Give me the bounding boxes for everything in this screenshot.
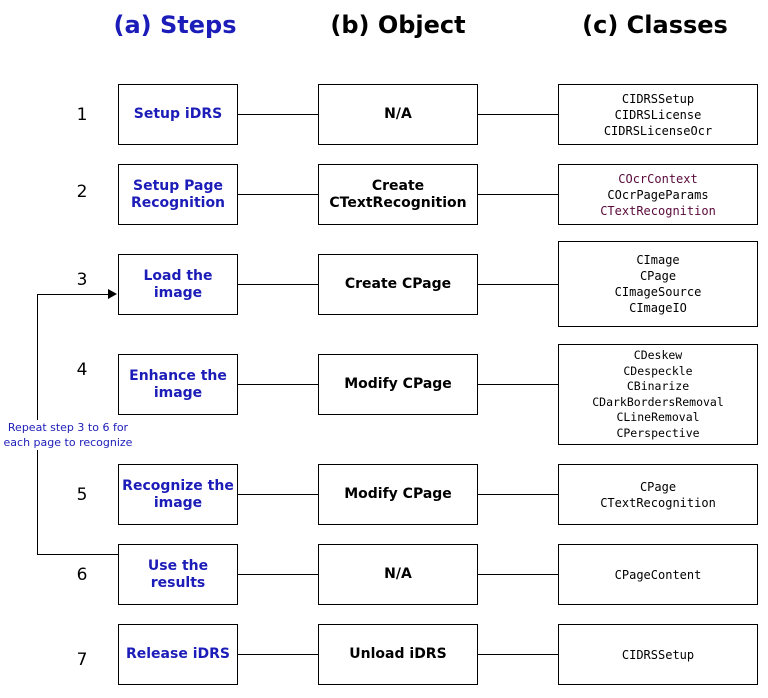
connector-step-object <box>238 654 318 655</box>
step-box: Recognize the image <box>118 464 238 525</box>
classes-box: CPage CTextRecognition <box>558 464 758 525</box>
class-name: COcrPageParams <box>607 187 709 202</box>
step-box: Release iDRS <box>118 624 238 685</box>
class-name: CLineRemoval <box>616 410 700 424</box>
connector-object-classes <box>478 194 558 195</box>
object-box: Create CPage <box>318 254 478 315</box>
class-name: CImageSource <box>614 285 702 299</box>
step-number: 7 <box>76 650 88 670</box>
connector-object-classes <box>478 574 558 575</box>
loop-line-bottom <box>37 554 118 555</box>
object-box: Create CTextRecognition <box>318 164 478 225</box>
step-number: 2 <box>76 182 88 202</box>
class-name: CPageContent <box>614 567 702 582</box>
classes-box: CIDRSSetup CIDRSLicense CIDRSLicenseOcr <box>558 84 758 145</box>
step-number: 5 <box>76 485 88 505</box>
classes-box: COcrContext COcrPageParams CTextRecognit… <box>558 164 758 225</box>
classes-box: CImage CPage CImageSource CImageIO <box>558 241 758 327</box>
loop-note: Repeat step 3 to 6 for each page to reco… <box>0 420 138 450</box>
class-name: CImage <box>636 253 680 267</box>
header-steps: (a) Steps <box>113 11 237 39</box>
connector-object-classes <box>478 494 558 495</box>
class-name: CIDRSSetup <box>621 91 695 106</box>
step-number: 1 <box>76 105 88 125</box>
classes-box: CIDRSSetup <box>558 624 758 685</box>
connector-step-object <box>238 194 318 195</box>
connector-step-object <box>238 494 318 495</box>
object-box: Modify CPage <box>318 354 478 415</box>
connector-step-object <box>238 114 318 115</box>
classes-box: CPageContent <box>558 544 758 605</box>
class-name: CDespeckle <box>623 363 693 378</box>
class-name: CPerspective <box>616 425 700 440</box>
object-box: N/A <box>318 84 478 145</box>
object-box: Modify CPage <box>318 464 478 525</box>
connector-object-classes <box>478 654 558 655</box>
object-box: Unload iDRS <box>318 624 478 685</box>
class-name: CTextRecognition <box>600 203 716 218</box>
connector-object-classes <box>478 114 558 115</box>
connector-object-classes <box>478 284 558 285</box>
class-name: CPage <box>639 269 677 283</box>
step-number: 4 <box>76 360 88 380</box>
loop-line-top <box>37 294 109 295</box>
object-box: N/A <box>318 544 478 605</box>
step-number: 3 <box>76 270 88 290</box>
header-classes: (c) Classes <box>582 11 728 39</box>
class-name: CIDRSLicense <box>614 107 702 122</box>
class-name: COcrContext <box>618 171 698 186</box>
step-box: Use the results <box>118 544 238 605</box>
class-name: CIDRSLicenseOcr <box>603 123 713 138</box>
class-name: CIDRSSetup <box>621 647 695 662</box>
connector-object-classes <box>478 384 558 385</box>
class-name: CImageIO <box>629 301 687 315</box>
class-name: CBinarize <box>626 379 690 393</box>
connector-step-object <box>238 384 318 385</box>
class-name: CDeskew <box>633 348 683 362</box>
classes-box: CDeskew CDespeckle CBinarize CDarkBorder… <box>558 344 758 445</box>
step-box: Load the image <box>118 254 238 315</box>
connector-step-object <box>238 574 318 575</box>
class-name: CTextRecognition <box>600 495 716 510</box>
step-box: Setup Page Recognition <box>118 164 238 225</box>
step-box: Setup iDRS <box>118 84 238 145</box>
header-object: (b) Object <box>330 11 466 39</box>
loop-arrowhead <box>108 289 117 299</box>
connector-step-object <box>238 284 318 285</box>
step-box: Enhance the image <box>118 354 238 415</box>
step-number: 6 <box>76 565 88 585</box>
class-name: CPage <box>639 479 677 494</box>
class-name: CDarkBordersRemoval <box>592 394 724 409</box>
